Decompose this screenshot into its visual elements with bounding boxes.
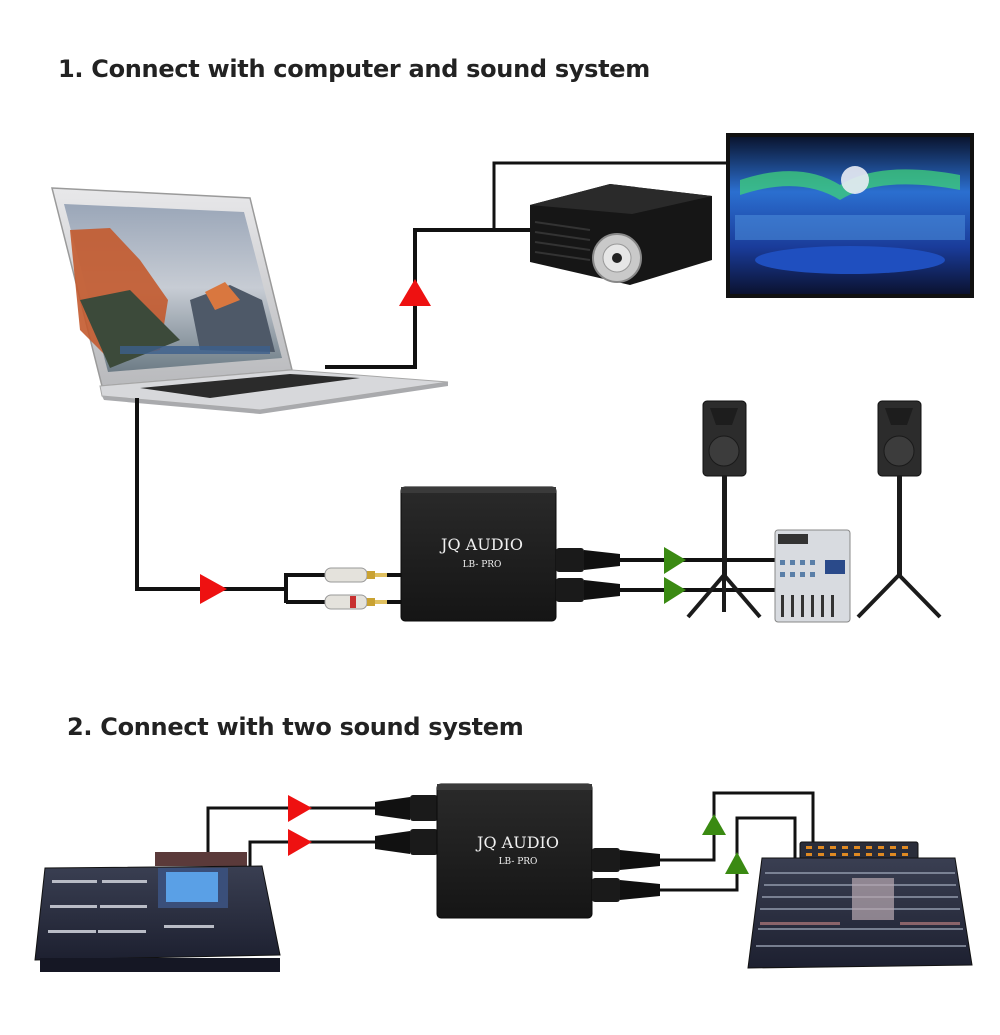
wire-projector-screen (492, 161, 726, 230)
wire-out-console-2 (660, 816, 797, 892)
arrow-up-green (725, 852, 749, 874)
box-1-model: LB- PRO (463, 560, 502, 570)
xlr-plug-in-1 (375, 795, 438, 821)
speaker-right (856, 400, 942, 619)
isolator-box-1: JQ AUDIO LB- PRO (400, 486, 557, 622)
speaker-left (686, 400, 762, 619)
xlr-plug-2 (556, 578, 620, 602)
arrow-up-green (702, 814, 726, 835)
arrow-right-red (288, 829, 312, 856)
xlr-plug-in-2 (375, 829, 438, 855)
box-1-brand: JQ AUDIO (439, 535, 523, 554)
xlr-plug-out-1 (592, 848, 660, 872)
wire-laptop-rca (135, 398, 286, 591)
console-left (34, 852, 281, 972)
section-2-heading: 2. Connect with two sound system (67, 713, 524, 741)
arrow-right-green (664, 577, 686, 604)
dock (120, 346, 270, 354)
wire-console-in-1 (206, 806, 375, 852)
wire-laptop-projector (325, 228, 530, 369)
arrow-right-red (200, 574, 227, 604)
arrow-up-red (399, 279, 431, 306)
projector (530, 184, 712, 285)
xlr-plug-1 (556, 548, 620, 572)
console-right (747, 841, 973, 969)
box-2-model: LB- PRO (499, 857, 538, 867)
section-1-heading: 1. Connect with computer and sound syste… (58, 55, 650, 83)
wire-out-console-1 (660, 791, 815, 862)
box-2-brand: JQ AUDIO (475, 833, 559, 852)
wire-console-in-2 (248, 840, 375, 866)
rca-plug-white (324, 567, 387, 583)
arrow-right-red (288, 795, 312, 822)
stage-screen (726, 133, 974, 298)
laptop (51, 187, 449, 414)
xlr-plug-out-2 (592, 878, 660, 902)
isolator-box-2: JQ AUDIO LB- PRO (436, 783, 593, 919)
mixer-small (774, 529, 851, 623)
rca-plug-red (324, 594, 387, 610)
arrow-right-green (664, 547, 686, 574)
